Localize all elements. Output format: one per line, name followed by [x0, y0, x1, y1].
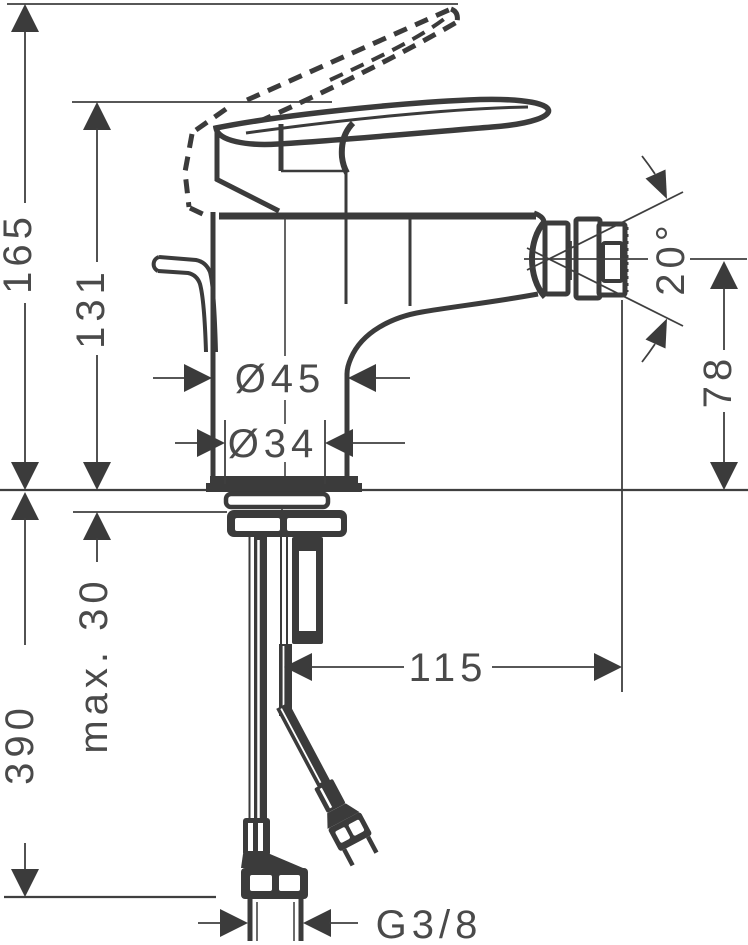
- dim-max-counter-thickness-label: max. 30: [72, 576, 116, 753]
- arrow-up-icon: [83, 102, 111, 130]
- arrow-right-icon: [594, 653, 622, 681]
- base-plinth: [206, 476, 362, 492]
- arrow-up-icon: [710, 261, 738, 289]
- arrow-up-icon: [11, 492, 39, 520]
- mounting-nut-slot-right: [287, 518, 341, 531]
- handle-open-tip: [449, 6, 460, 23]
- hose-right-upper: [279, 644, 292, 716]
- angle-arc-upper: [641, 155, 656, 175]
- popup-rod-outer-edge: [158, 255, 218, 353]
- arrow-left-icon: [284, 653, 312, 681]
- arrow-down-icon: [11, 869, 39, 897]
- arrow-angle-lower-icon: [645, 318, 667, 349]
- faucet-body: [151, 96, 552, 535]
- arrow-up-icon: [11, 4, 39, 32]
- dim-aerator-angle: 20°: [641, 155, 693, 363]
- hose-diagonal-collar: [314, 779, 346, 813]
- handle-open-dashed: [182, 6, 460, 220]
- dim-below-counter-length-label: 390: [0, 703, 42, 785]
- fitting-nut-slot-1: [250, 875, 272, 891]
- aerator-outlet-detail: [601, 241, 624, 283]
- arrow-angle-upper-icon: [645, 169, 667, 199]
- dim-body-top-height-label: 131: [69, 267, 113, 349]
- arrow-down-icon: [83, 462, 111, 490]
- dim-shank-diameter-label: Ø34: [228, 422, 319, 466]
- arrow-right-icon: [220, 909, 248, 937]
- handle-open-bottom-edge: [256, 19, 459, 125]
- dim-hose-thread: G3/8: [198, 903, 483, 945]
- arrow-left-icon: [348, 364, 376, 392]
- swivel-upper-line: [526, 191, 684, 271]
- dim-aerator-angle-label: 20°: [649, 220, 693, 296]
- dim-shank-diameter: Ø34: [175, 420, 405, 484]
- handle-lever: [212, 96, 552, 148]
- popup-rod-knob: [151, 255, 160, 273]
- hose-crimp-collar: [243, 818, 270, 856]
- arrow-left-icon: [303, 909, 331, 937]
- dim-spout-reach-label: 115: [409, 646, 488, 690]
- hose-diagonal-collar-slot: [319, 787, 333, 809]
- handle-neck-curve: [338, 120, 356, 175]
- diagonal-fitting-nut: [328, 812, 372, 851]
- arrow-right-icon: [197, 429, 225, 457]
- hose-diagonal-group: [276, 702, 379, 867]
- dim-below-counter-length: 390: [0, 492, 42, 897]
- diagonal-thread-tube-left: [342, 848, 355, 867]
- hose-left-tube: [254, 537, 267, 853]
- dim-max-counter-thickness: max. 30: [72, 512, 116, 754]
- fitting-taper: [241, 854, 303, 868]
- cap-open-back-edge: [182, 133, 195, 208]
- dim-body-diameter-label: Ø45: [235, 357, 326, 401]
- diagonal-thread-tube-right: [366, 835, 379, 854]
- arrow-down-icon: [11, 462, 39, 490]
- arrow-up-icon: [83, 512, 111, 540]
- dim-body-top-height: 131: [69, 102, 113, 490]
- cap-chamfer-edge: [214, 176, 281, 214]
- dim-hose-thread-label: G3/8: [376, 903, 483, 945]
- below-counter-assembly: [206, 476, 379, 941]
- handle-open-top-edge: [245, 6, 453, 103]
- diagonal-fitting-taper: [327, 803, 360, 829]
- handle-open-heel: [194, 106, 228, 133]
- arrow-down-icon: [710, 462, 738, 490]
- hose-crimp-slot-1: [248, 823, 253, 851]
- angle-arc-lower: [641, 343, 656, 363]
- handle-open-inner-edge: [329, 14, 450, 82]
- dim-overall-height: 165: [0, 4, 40, 490]
- diagonal-nut-slot-1: [335, 827, 350, 843]
- hose-diagonal-highlight: [280, 708, 322, 784]
- spout-underside-curve: [344, 291, 539, 478]
- reference-lines: [0, 3, 748, 899]
- connection-pipe-channel: [299, 551, 316, 631]
- dim-outlet-height: 78: [696, 261, 740, 490]
- cap-open-bottom-edge: [188, 205, 211, 220]
- dim-outlet-height-label: 78: [696, 354, 740, 409]
- mounting-nut-slot-left: [235, 518, 280, 531]
- arrow-right-icon: [184, 364, 212, 392]
- dim-spout-reach: 115: [284, 300, 623, 692]
- arrow-left-icon: [325, 429, 353, 457]
- swivel-lower-line: [526, 247, 684, 327]
- dim-overall-height-label: 165: [0, 212, 40, 294]
- dim-body-diameter: Ø45: [153, 357, 410, 401]
- fitting-nut-slot-2: [279, 875, 300, 891]
- hose-crimp-slot-2: [258, 823, 263, 851]
- diagonal-nut-slot-2: [348, 819, 365, 836]
- base-washer: [223, 491, 331, 510]
- popup-rod-inner-edge: [157, 269, 208, 353]
- aerator-assembly: [524, 191, 747, 327]
